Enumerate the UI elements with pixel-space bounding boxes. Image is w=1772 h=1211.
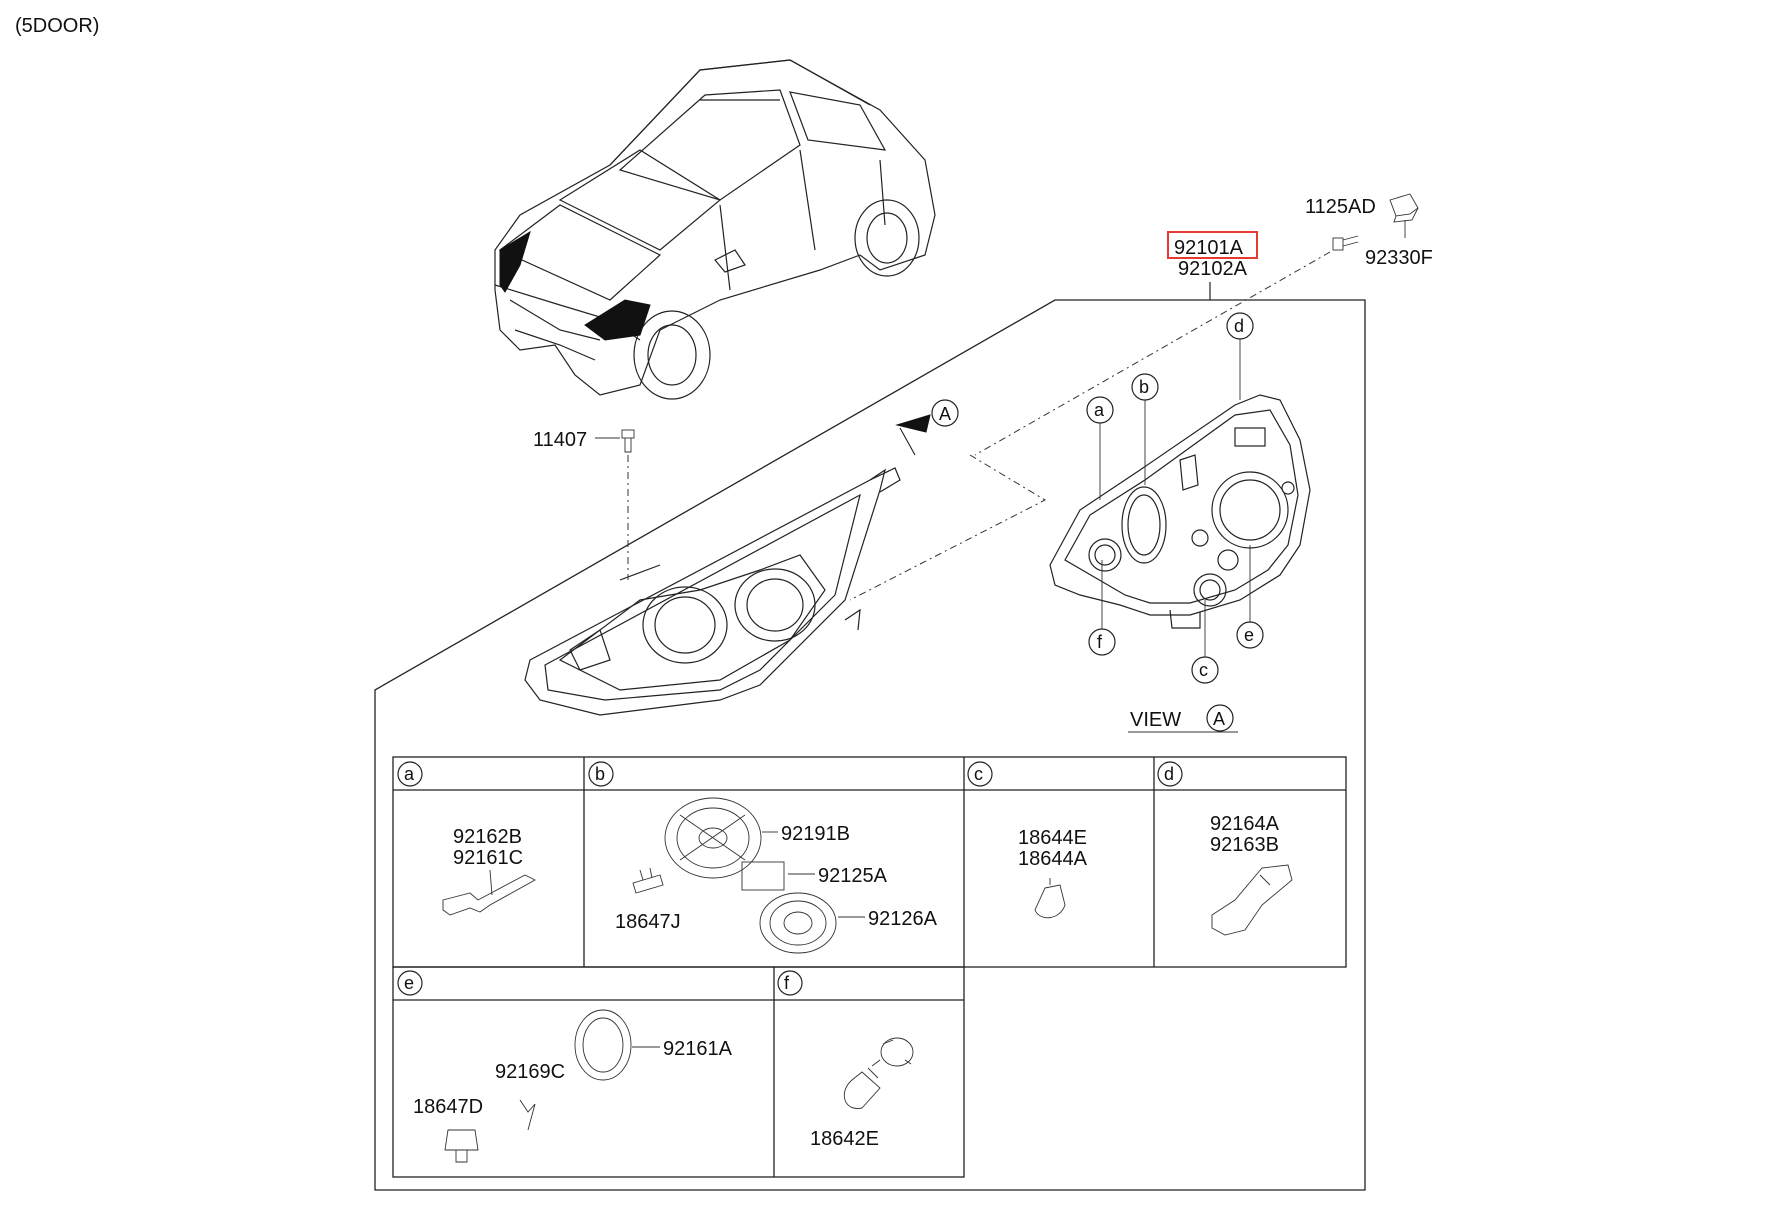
- svg-text:b: b: [595, 764, 605, 784]
- callout-e: e: [1236, 545, 1264, 649]
- table-cell-f: f 18642E: [777, 970, 914, 1150]
- part-label-screw: 11407: [533, 429, 587, 451]
- screw-icon: [621, 429, 635, 453]
- part-label: 92162B: [453, 826, 522, 848]
- svg-text:a: a: [1094, 400, 1105, 420]
- table-cell-b: b 92191B 92125A 18647J 92126A: [588, 761, 938, 954]
- bulb-icon: [843, 1067, 881, 1109]
- part-label-bolt: 1125AD: [1305, 196, 1376, 218]
- table-cell-c: c 18644E 18644A: [967, 761, 1088, 919]
- view-arrow-letter: A: [939, 404, 951, 424]
- headlamp-front-view: [524, 467, 901, 716]
- part-label: 92161C: [453, 847, 523, 869]
- bulb-icon: [444, 1129, 479, 1163]
- part-label: 92191B: [781, 823, 850, 845]
- parts-table: [392, 756, 1347, 1178]
- part-label: 92163B: [1210, 834, 1279, 856]
- view-arrow-circle: [931, 399, 959, 427]
- svg-text:e: e: [1244, 625, 1254, 645]
- callout-d: d: [1226, 312, 1254, 400]
- part-label: 92125A: [818, 865, 888, 887]
- gasket-icon: [741, 861, 785, 891]
- headlamp-rear-view: [1049, 394, 1311, 629]
- assembly-frame: [374, 299, 1366, 1191]
- svg-text:a: a: [404, 764, 415, 784]
- svg-text:d: d: [1164, 764, 1174, 784]
- clip-icon: [519, 1099, 536, 1131]
- cap-icon: [759, 892, 837, 954]
- svg-text:b: b: [1139, 377, 1149, 397]
- part-label-highlighted: 92101A: [1174, 237, 1244, 259]
- part-label: 92164A: [1210, 813, 1280, 835]
- table-cell-a: a 92162B 92161C: [397, 761, 536, 916]
- svg-text:c: c: [1199, 660, 1208, 680]
- view-label: VIEW: [1130, 709, 1181, 731]
- car-illustration: [494, 59, 936, 400]
- svg-text:f: f: [1097, 632, 1103, 652]
- bulb-icon: [1034, 878, 1066, 919]
- connector-icon: [1389, 193, 1419, 223]
- car-headlamp-right-highlight: [584, 299, 651, 341]
- table-cell-e: e 92161A 92169C 18647D: [397, 970, 733, 1163]
- view-arrow-icon: [895, 414, 931, 456]
- part-label: 18644E: [1018, 827, 1087, 849]
- part-label: 92161A: [663, 1038, 733, 1060]
- callout-b: b: [1131, 373, 1159, 485]
- callout-f: f: [1088, 560, 1116, 656]
- svg-text:f: f: [784, 973, 790, 993]
- callout-c: c: [1191, 600, 1219, 684]
- callout-a: a: [1086, 396, 1114, 500]
- part-label: 18642E: [810, 1128, 879, 1150]
- bolt-icon: [1332, 235, 1359, 251]
- part-label: 92169C: [495, 1061, 565, 1083]
- bracket-icon: [442, 869, 536, 916]
- socket-icon: [880, 1037, 914, 1067]
- part-label: 92126A: [868, 908, 938, 930]
- svg-text:e: e: [404, 973, 414, 993]
- svg-text:c: c: [974, 764, 983, 784]
- part-label: 18647D: [413, 1096, 483, 1118]
- svg-text:d: d: [1234, 316, 1244, 336]
- bulb-holder-icon: [664, 797, 762, 879]
- part-label: 18647J: [615, 911, 681, 933]
- variant-label: (5DOOR): [15, 15, 99, 37]
- part-label: 18644A: [1018, 848, 1088, 870]
- car-headlamp-left-highlight: [499, 230, 531, 293]
- part-label-pair: 92102A: [1178, 258, 1248, 280]
- bulb-icon: [632, 867, 664, 894]
- view-label-letter: A: [1213, 709, 1225, 729]
- retaining-ring-icon: [574, 1009, 632, 1081]
- part-label-connector: 92330F: [1365, 247, 1433, 269]
- bracket-icon: [1211, 864, 1293, 936]
- table-cell-d: d 92164A 92163B: [1157, 761, 1293, 936]
- part-highlight-box: [1167, 231, 1258, 259]
- view-label-circle: [1206, 704, 1234, 732]
